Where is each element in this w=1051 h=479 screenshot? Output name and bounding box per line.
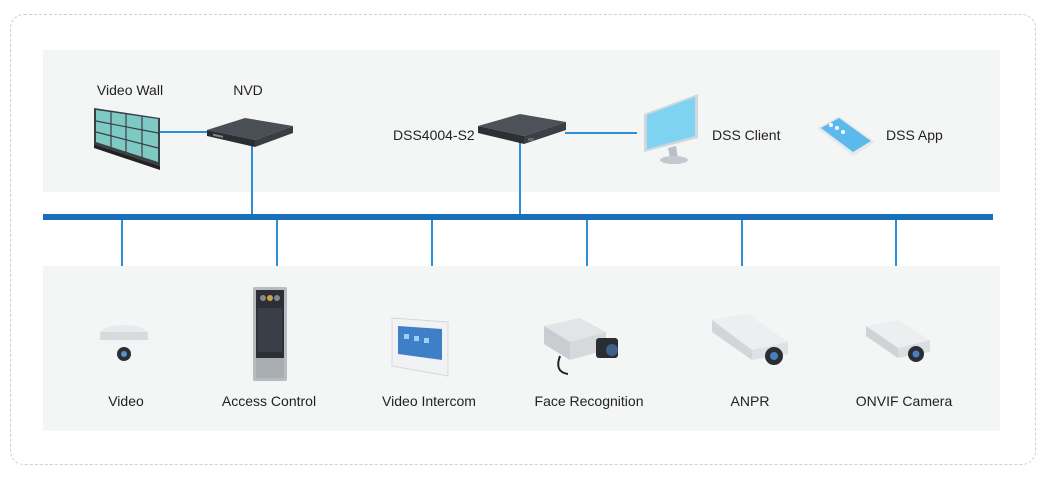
- intercom-icon: [391, 317, 449, 377]
- dome-camera-icon: [100, 325, 148, 361]
- nvd-label: NVD: [233, 82, 263, 98]
- access-control-icon: [253, 287, 287, 381]
- dss-app-label: DSS App: [886, 127, 943, 143]
- video-wall-label: Video Wall: [96, 82, 164, 98]
- network-bus: [43, 214, 993, 220]
- phone-icon: [817, 116, 875, 156]
- dss-client-label: DSS Client: [712, 127, 781, 143]
- nvd-icon: [207, 118, 293, 147]
- anpr-label: ANPR: [730, 393, 770, 409]
- diagram-frame: [10, 14, 1036, 465]
- server-label: DSS4004-S2: [393, 127, 475, 143]
- onvif-camera-label: ONVIF Camera: [855, 393, 953, 409]
- onvif-camera-icon: [866, 320, 930, 362]
- face-recognition-camera-icon: [544, 318, 618, 375]
- monitor-icon: [644, 94, 698, 164]
- device-layer-panel: [43, 266, 1000, 431]
- access-control-label: Access Control: [221, 393, 317, 409]
- face-recognition-label: Face Recognition: [534, 393, 644, 409]
- server-icon: [478, 114, 566, 144]
- anpr-camera-icon: [712, 314, 788, 367]
- video-intercom-label: Video Intercom: [382, 393, 476, 409]
- video-label: Video: [108, 393, 144, 409]
- video-wall-icon: [94, 108, 160, 170]
